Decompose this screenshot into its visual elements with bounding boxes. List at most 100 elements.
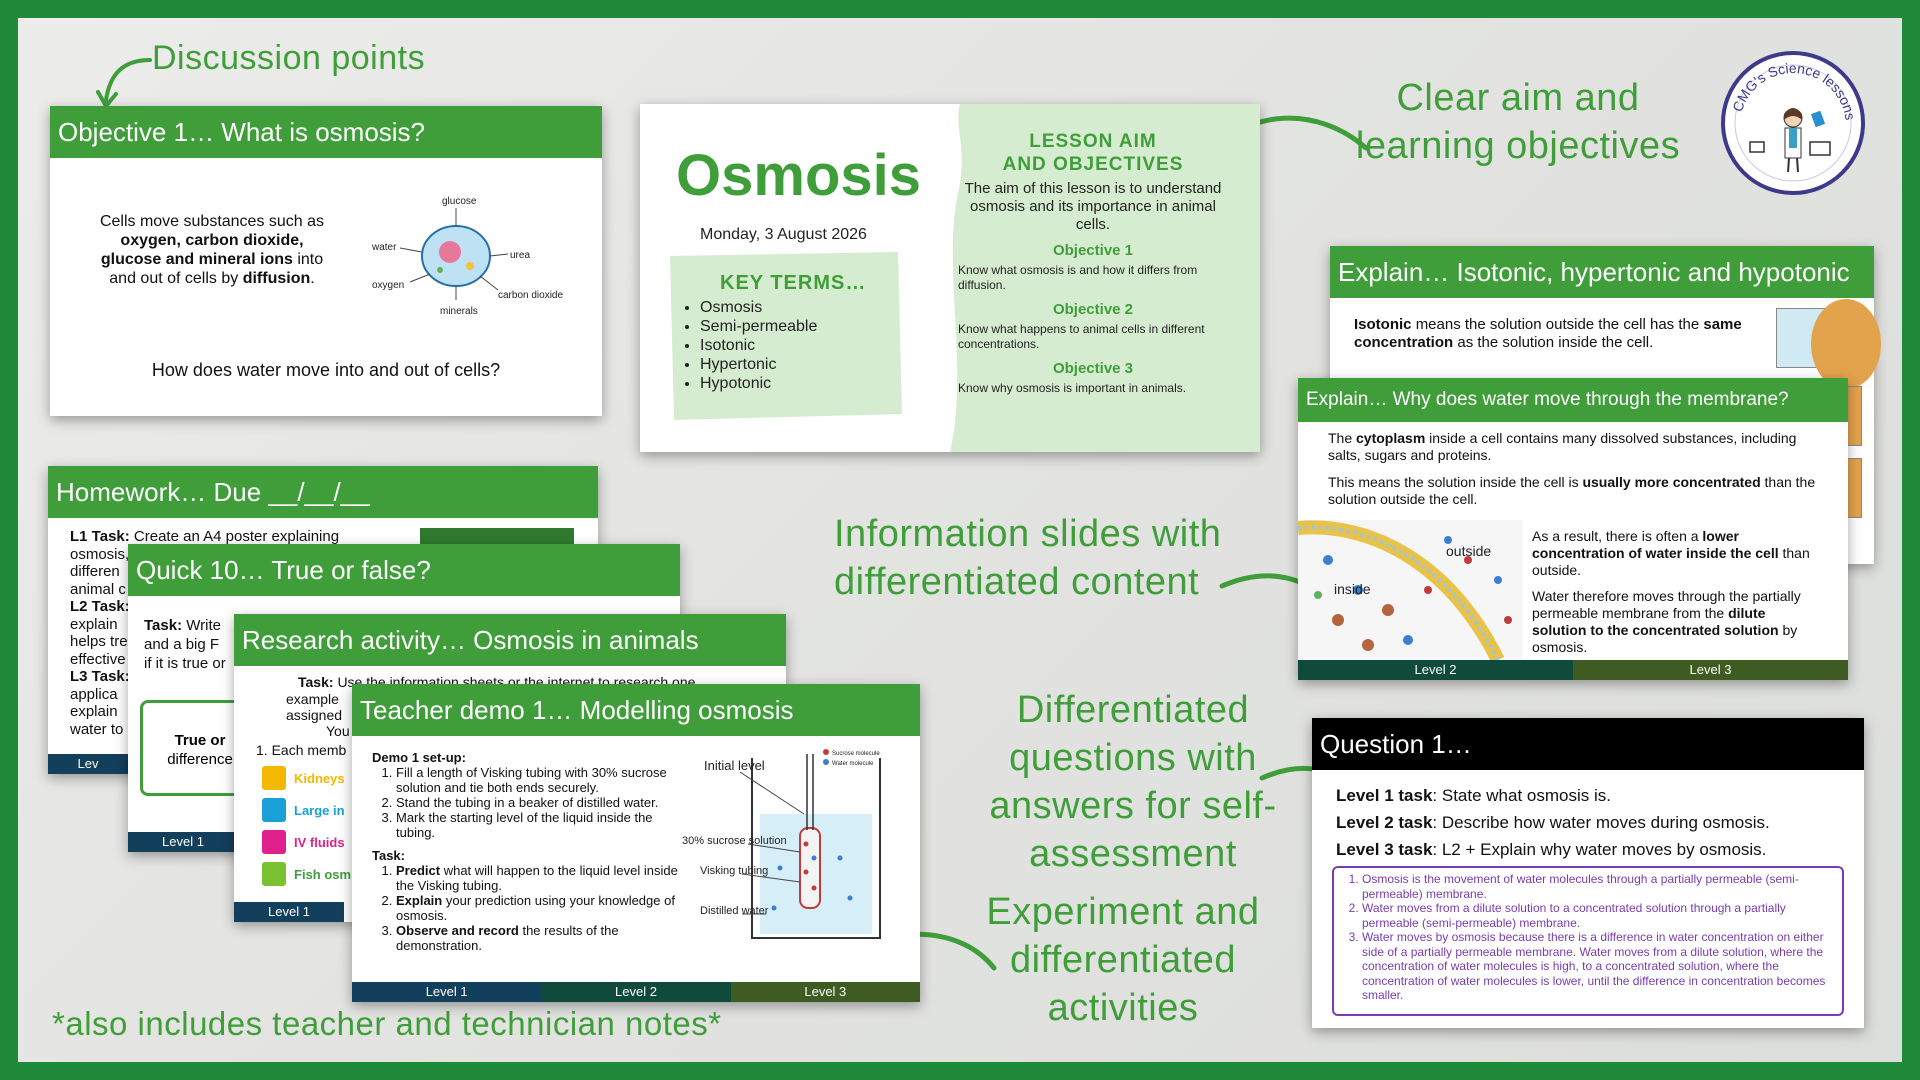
slide-question: Question 1… Level 1 task: State what osm… [1312,718,1864,1028]
demo-task: Explain your prediction using your knowl… [396,893,692,923]
label-water: water [371,242,397,253]
callout-experiment-line2: differentiated [1009,939,1237,981]
slide-title: Osmosis Monday, 3 August 2026 KEY TERMS…… [640,104,1260,452]
quick10-box: True or difference [140,700,260,796]
key-term: Semi-permeable [700,317,817,336]
demo-level-2-tab[interactable]: Level 2 [541,982,731,1002]
quick10-level-tab[interactable]: Level 1 [128,832,238,852]
callout-questions: Differentiated questions with answers fo… [968,686,1298,878]
slide-homework-title: Homework… Due __/__/__ [48,466,598,518]
research-each-member: 1. Each memb [256,742,347,758]
why-paragraph-3: As a result, there is often a lower conc… [1532,528,1810,578]
quick10-task: Task: Write and a big F if it is true or [144,617,226,672]
level-3-tab[interactable]: Level 3 [1573,660,1848,680]
label-visking: Visking tubing [700,865,768,877]
key-term: Isotonic [700,336,817,355]
key-terms-heading: KEY TERMS… [720,272,867,294]
slide-demo: Teacher demo 1… Modelling osmosis Demo 1… [352,684,920,1002]
logo: CMG's Science lessons [1718,48,1868,198]
key-term: Osmosis [700,298,817,317]
label-oxygen: oxygen [372,280,404,291]
footer-note: *also includes teacher and technician no… [52,1005,722,1042]
puzzle-icon [262,830,286,854]
research-level-tab[interactable]: Level 1 [234,902,344,922]
callout-info: Information slides with differentiated c… [834,510,1274,606]
callout-questions-line4: assessment [1029,833,1237,875]
slide-research-title: Research activity… Osmosis in animals [234,614,786,666]
puzzle-icon [262,766,286,790]
aim-text: The aim of this lesson is to understand … [964,180,1222,233]
objective-2: Objective 2 Know what happens to animal … [958,301,1205,351]
why-paragraph-1: The cytoplasm inside a cell contains man… [1328,430,1797,463]
callout-experiment-line3: activities [1047,987,1199,1029]
slide-explain-why: Explain… Why does water move through the… [1297,378,1848,680]
homework-level-tab[interactable]: Lev [48,754,128,774]
objective-intro: Cells move substances such as oxygen, ca… [99,213,325,287]
slide-objective: Objective 1… What is osmosis? Cells move… [50,106,602,416]
demo-level-3-tab[interactable]: Level 3 [730,982,920,1002]
key-term: Hypertonic [700,355,817,374]
quick10-levels: Level 1 [128,832,238,852]
callout-info-line2: differentiated content [834,561,1200,603]
slide-demo-title: Teacher demo 1… Modelling osmosis [352,684,920,736]
question-level-1: Level 1 task: State what osmosis is. [1336,786,1611,805]
key-terms-panel [670,252,902,420]
label-inside: inside [1334,581,1371,597]
objective-1: Objective 1 Know what osmosis is and how… [958,242,1198,292]
label-initial-level: Initial level [704,758,765,773]
objective-3: Objective 3 Know why osmosis is importan… [958,360,1187,395]
label-minerals: minerals [440,306,478,317]
callout-questions-line2: questions with [1009,737,1257,779]
label-distilled: Distilled water [700,905,769,917]
callout-questions-line1: Differentiated [1016,689,1250,731]
label-outside: outside [1446,543,1491,559]
label-carbon-dioxide: carbon dioxide [498,290,563,301]
cell-diagram: glucose water urea oxygen carbon dioxide… [371,196,563,317]
label-glucose: glucose [442,196,477,207]
legend-water: Water molecule [832,761,874,767]
answer-2: Water moves from a dilute solution to a … [1362,901,1834,930]
slide-objective-title: Objective 1… What is osmosis? [50,106,602,158]
demo-levels: Level 1 Level 2 Level 3 [352,982,920,1002]
objective-question: How does water move into and out of cell… [151,360,501,380]
key-term: Hypotonic [700,374,817,393]
label-sucrose: 30% sucrose solution [682,835,787,847]
aim-panel: LESSON AIM AND OBJECTIVES The aim of thi… [958,130,1228,396]
demo-task: Predict what will happen to the liquid l… [396,863,692,893]
homework-body: L1 Task: Create an A4 poster explaining … [70,528,340,738]
callout-discussion: Discussion points [152,39,426,77]
question-level-2: Level 2 task: Describe how water moves d… [1336,813,1770,832]
callout-aim: Clear aim and learning objectives [1308,74,1728,170]
membrane-diagram: outside inside [1297,520,1523,664]
setup-step: Mark the starting level of the liquid in… [396,810,692,840]
question-tasks: Level 1 task: State what osmosis is. Lev… [1336,782,1770,863]
callout-info-line1: Information slides with [834,513,1222,555]
question-level-3: Level 3 task: L2 + Explain why water mov… [1336,840,1767,859]
setup-step: Stand the tubing in a beaker of distille… [396,795,692,810]
research-item-2: Large in [262,798,345,822]
puzzle-icon [262,862,286,886]
demo-setup: Demo 1 set-up: Fill a length of Visking … [372,750,692,953]
research-item-4: Fish osm [262,862,351,886]
answers-box: Osmosis is the movement of water molecul… [1332,866,1844,1016]
setup-step: Fill a length of Visking tubing with 30%… [396,765,692,795]
key-terms-list: Osmosis Semi-permeable Isotonic Hyperton… [700,298,817,393]
title-date: Monday, 3 August 2026 [700,226,867,243]
answer-1: Osmosis is the movement of water molecul… [1362,872,1834,901]
research-item-3: IV fluids [262,830,345,854]
callout-aim-line2: learning objectives [1355,125,1681,167]
level-2-tab[interactable]: Level 2 [1298,660,1573,680]
title-green-panel [950,104,1260,452]
slide-question-title: Question 1… [1312,718,1864,770]
isotonic-image [1776,299,1881,389]
why-paragraph-4: Water therefore moves through the partia… [1532,588,1801,655]
demo-level-1-tab[interactable]: Level 1 [352,982,542,1002]
callout-questions-line3: answers for self- [989,785,1277,827]
puzzle-icon [262,798,286,822]
legend-sucrose: Sucrose molecule [832,751,880,757]
beaker-diagram: Sucrose molecule Water molecule Initial … [682,749,881,939]
research-levels: Level 1 [234,902,344,922]
title-osmosis: Osmosis [676,143,921,208]
why-paragraph-2: This means the solution inside the cell … [1328,474,1816,507]
callout-experiment-line1: Experiment and [986,891,1260,933]
